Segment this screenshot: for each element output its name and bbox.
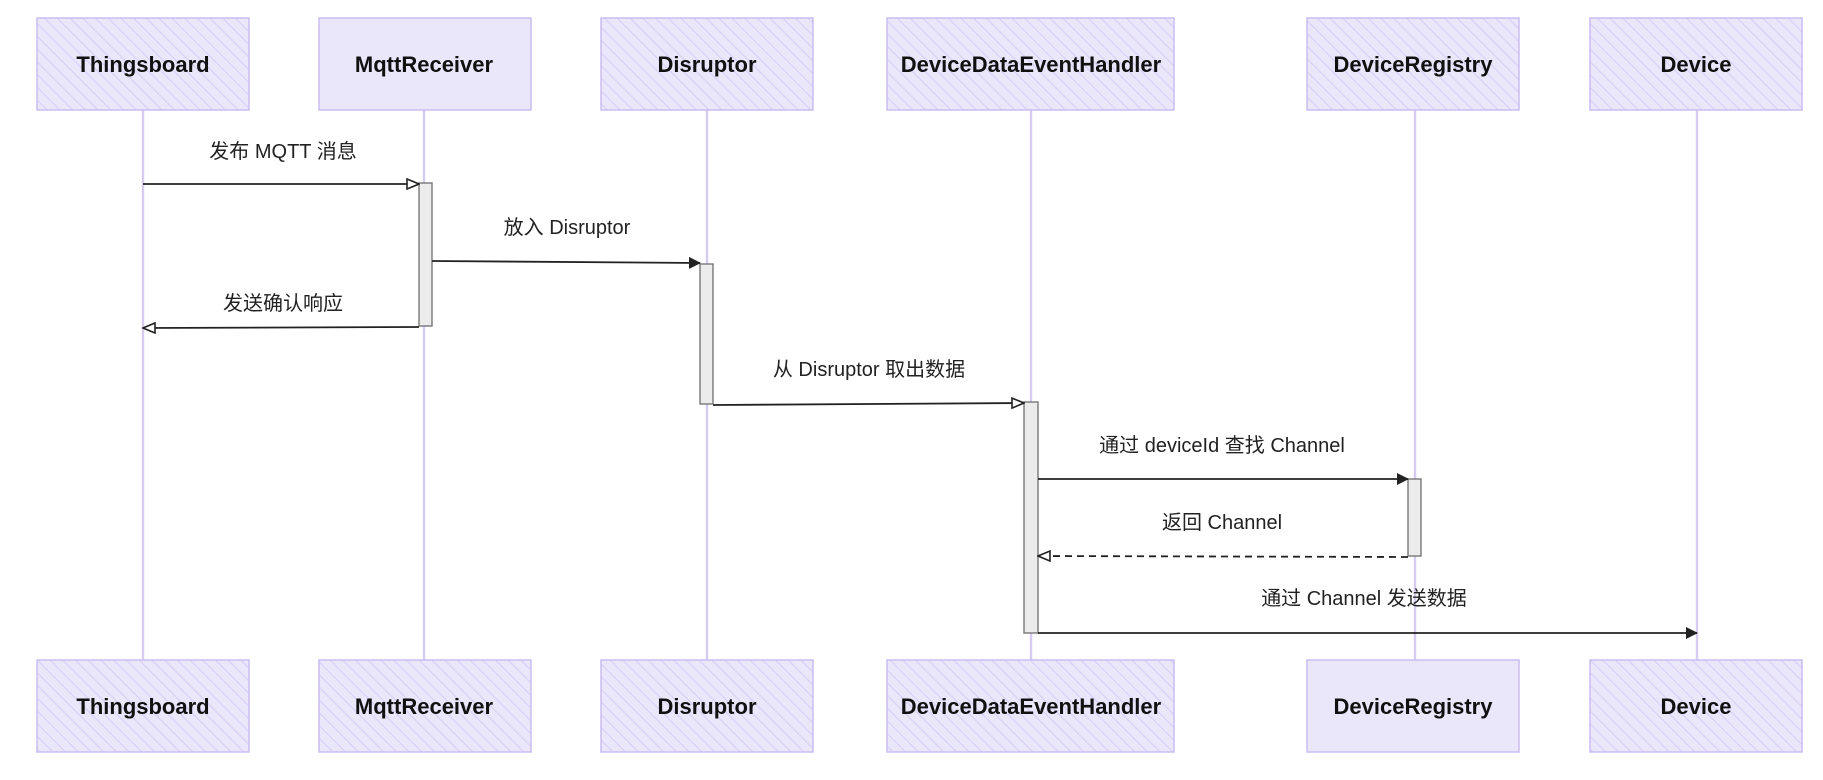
actor-device-registry-bottom: DeviceRegistry [1306, 659, 1520, 753]
actor-device-registry-top: DeviceRegistry [1306, 17, 1520, 111]
actor-label: DeviceRegistry [1334, 694, 1494, 719]
actor-device-top: Device [1589, 17, 1803, 111]
actors-bottom: Thingsboard MqttReceiver Disruptor Devic… [36, 659, 1803, 753]
actor-label: MqttReceiver [355, 694, 494, 719]
actor-device-bottom: Device [1589, 659, 1803, 753]
activation-disruptor [699, 263, 714, 405]
activation-device-data-event-handler [1023, 401, 1039, 634]
actor-label: MqttReceiver [355, 52, 494, 77]
actor-device-data-event-handler-bottom: DeviceDataEventHandler [886, 659, 1175, 753]
message-return-channel: 返回 Channel [1038, 511, 1409, 557]
actor-mqtt-receiver-top: MqttReceiver [318, 17, 532, 111]
message-send-via-channel: 通过 Channel 发送数据 [1038, 587, 1698, 639]
message-arrow [712, 403, 1024, 405]
actors-top: Thingsboard MqttReceiver Disruptor Devic… [36, 17, 1803, 111]
actor-label: Thingsboard [76, 694, 209, 719]
message-arrow [1038, 556, 1409, 557]
actor-disruptor-top: Disruptor [600, 17, 814, 111]
lifelines [141, 110, 1699, 662]
message-put-into-disruptor: 放入 Disruptor [431, 216, 701, 269]
actor-label: Device [1661, 694, 1732, 719]
message-label: 发送确认响应 [223, 292, 343, 315]
activations [418, 182, 1422, 634]
message-send-ack: 发送确认响应 [143, 292, 420, 328]
actor-label: Device [1661, 52, 1732, 77]
messages: 发布 MQTT 消息 放入 Disruptor 发送确认响应 从 Disrupt… [143, 140, 1698, 639]
actor-disruptor-bottom: Disruptor [600, 659, 814, 753]
actor-label: DeviceDataEventHandler [901, 694, 1162, 719]
message-publish-mqtt: 发布 MQTT 消息 [143, 140, 419, 184]
activation-mqtt-receiver [418, 182, 433, 327]
message-label: 通过 Channel 发送数据 [1261, 587, 1467, 610]
message-find-channel: 通过 deviceId 查找 Channel [1038, 434, 1409, 485]
message-label: 放入 Disruptor [504, 216, 631, 239]
activation-device-registry [1407, 478, 1422, 557]
message-label: 返回 Channel [1162, 511, 1282, 534]
actor-device-data-event-handler-top: DeviceDataEventHandler [886, 17, 1175, 111]
message-label: 通过 deviceId 查找 Channel [1099, 434, 1345, 457]
actor-label: Disruptor [658, 52, 757, 77]
message-label: 发布 MQTT 消息 [209, 140, 356, 163]
actor-label: Disruptor [658, 694, 757, 719]
actor-label: Thingsboard [76, 52, 209, 77]
message-take-from-disruptor: 从 Disruptor 取出数据 [712, 358, 1024, 405]
message-arrow [431, 256, 701, 269]
actor-label: DeviceDataEventHandler [901, 52, 1162, 77]
message-label: 从 Disruptor 取出数据 [773, 358, 965, 381]
actor-mqtt-receiver-bottom: MqttReceiver [318, 659, 532, 753]
actor-label: DeviceRegistry [1334, 52, 1494, 77]
message-arrow [143, 327, 420, 328]
actor-thingsboard-top: Thingsboard [36, 17, 250, 111]
actor-thingsboard-bottom: Thingsboard [36, 659, 250, 753]
